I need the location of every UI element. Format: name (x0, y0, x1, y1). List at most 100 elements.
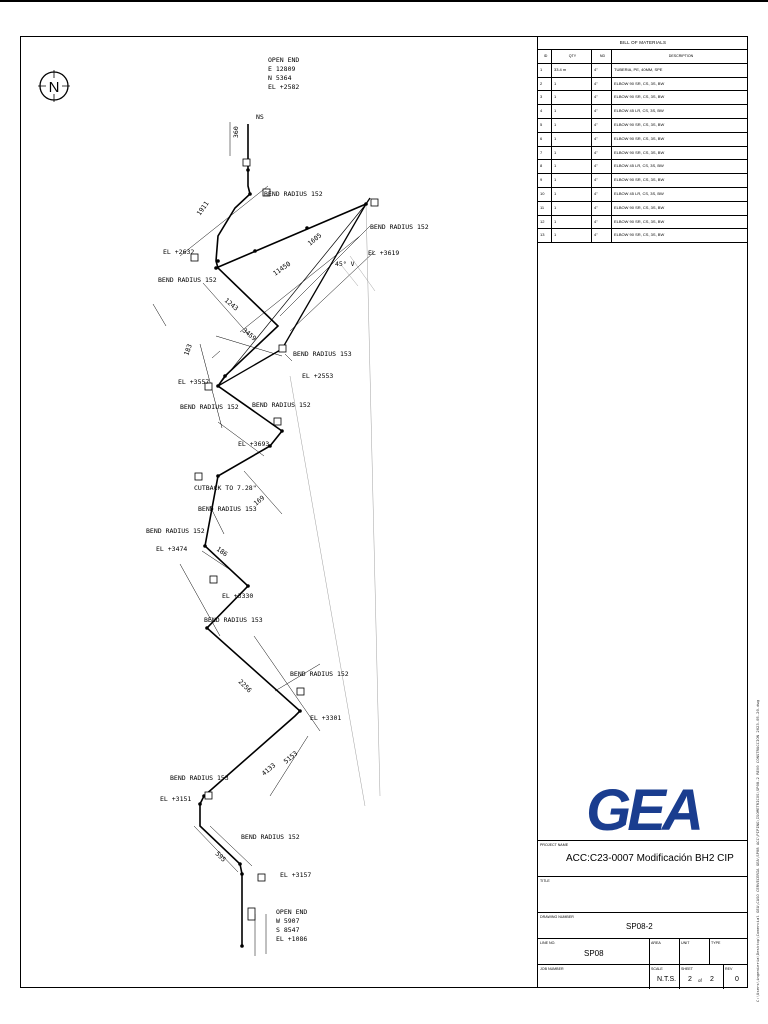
dim-11: 4133 (260, 761, 277, 777)
bom-cell-qty: 1 (552, 174, 592, 187)
sheet-of: of (698, 978, 702, 983)
bom-cell-qty: 1 (552, 229, 592, 243)
weld-points (198, 168, 368, 948)
drawing-number: SP08-2 (626, 922, 653, 931)
bom-cell-qty: 1 (552, 146, 592, 160)
bom-cell-id: 1 (538, 63, 552, 77)
el-label-8: EL +3301 (310, 714, 341, 722)
bom-cell-desc: ELBOW 90 SR, CS, 3S, BW (614, 218, 665, 224)
open-end-bottom-1: OPEN END (276, 908, 307, 916)
bom-cell-id: 5 (538, 118, 552, 132)
svg-text:GEA: GEA (586, 780, 700, 840)
top-rule (0, 0, 768, 2)
bom-cell-qty: 1 (552, 187, 592, 201)
bend-label-1: BEND RADIUS 152 (264, 190, 323, 198)
bom-cell-qty: 1 (552, 215, 592, 229)
cutback-label: CUTBACK TO 7.28" (194, 484, 257, 492)
bom-header-nd: ND (592, 50, 612, 63)
bom-header-row: ID QTY ND DESCRIPTION (538, 50, 748, 64)
bom-cell-nd: 4" (592, 118, 612, 132)
area-label: AREA (651, 941, 661, 945)
bom-cell-id: 4 (538, 105, 552, 118)
dim-9: 169 (252, 494, 266, 508)
bom-cell-nd: 4" (592, 146, 612, 160)
bom-cell-desc: ELBOW 90 SR, CS, 3S, BW (614, 232, 665, 238)
drawing-number-label: DRAWING NUMBER (540, 915, 574, 919)
rev-label: REV (725, 967, 733, 971)
bom-cell-desc: ELBOW 90 SR, CS, 3S, BW (614, 80, 665, 86)
project-name-label: PROJECT NAME (540, 843, 569, 847)
bom-cell-qty: 1 (552, 105, 592, 118)
bom-cell-nd: 4" (592, 229, 612, 243)
line-no: SP08 (584, 949, 604, 958)
el-label-5: EL +3693 (238, 440, 269, 448)
gea-logo-icon: GEA (586, 778, 704, 843)
sheet-label: SHEET (681, 967, 693, 971)
north-arrow-icon: N (38, 70, 70, 102)
bom-cell-desc: ELBOW 90 SR, CS, 3S, BW (614, 121, 665, 127)
el-label-3: EL +2553 (302, 372, 333, 380)
bom-cell-nd: 4" (592, 187, 612, 201)
line-area-row: LINE NO. SP08 AREA UNIT TYPE (538, 939, 748, 965)
bend-label-9: BEND RADIUS 153 (204, 616, 263, 624)
bom-cell-desc: ELBOW 90 SR, CS, 3S, BW (614, 204, 665, 210)
open-end-bottom-3: S 8547 (276, 926, 300, 934)
el-label-10: EL +3157 (280, 871, 311, 879)
dim-10: 2256 (237, 678, 254, 695)
drawing-labels: OPEN END E 12809 N 5364 EL +2582 NS BEND… (146, 56, 429, 943)
dim-1: 360 (232, 126, 240, 138)
bom-cell-qty: 33.4 m (552, 63, 592, 77)
job-number-label: JOB NUMBER (540, 967, 564, 971)
north-label: N (49, 79, 60, 96)
dim-13: 595 (214, 850, 228, 864)
isometric-drawing: N (38, 56, 429, 956)
bend-label-4: BEND RADIUS 153 (293, 350, 352, 358)
bom-header-qty: QTY (552, 50, 592, 63)
bom-cell-desc: ELBOW 90 SR, CS, 3S, BW (614, 135, 665, 141)
open-end-top-4: EL +2582 (268, 83, 299, 91)
bom-cell-id: 10 (538, 187, 552, 201)
dim-4: 11450 (272, 260, 293, 278)
bom-cell-id: 12 (538, 215, 552, 229)
bom-cell-nd: 4" (592, 215, 612, 229)
bom-cell-id: 8 (538, 160, 552, 174)
dim-5: 1605 (306, 231, 323, 247)
bom-cell-desc: ELBOW 90 SR, CS, 3S, BW (614, 94, 665, 100)
bom-cell-nd: 4" (592, 77, 612, 91)
drawing-number-row: DRAWING NUMBER SP08-2 (538, 913, 748, 939)
unit-label: UNIT (681, 941, 690, 945)
long-reference-lines (289, 203, 381, 807)
bend-label-12: BEND RADIUS 152 (241, 833, 300, 841)
bend-label-6: BEND RADIUS 152 (252, 401, 311, 409)
job-row: JOB NUMBER SCALE N.T.S. SHEET 2 of 2 REV… (538, 965, 748, 989)
type-label: TYPE (711, 941, 721, 945)
bom-cell-id: 7 (538, 146, 552, 160)
bom-cell-nd: 4" (592, 174, 612, 187)
bend-label-2: BEND RADIUS 152 (370, 223, 429, 231)
bom-cell-id: 9 (538, 174, 552, 187)
bom-cell-desc: TUBERIA, PE, 40MM, SPE (614, 66, 663, 72)
file-path-note: C:\Users\ingenieria\Desktop\Comercial GE… (755, 700, 760, 1002)
scale: N.T.S. (657, 976, 677, 983)
logo-area: GEA (538, 778, 748, 843)
line-no-label: LINE NO. (540, 941, 556, 945)
bom-cell-desc: ELBOW 90 SR, CS, 3S, BW (614, 177, 665, 183)
bom-cell-nd: 4" (592, 160, 612, 174)
open-end-bottom-4: EL +1086 (276, 935, 307, 943)
revision: 0 (735, 976, 739, 983)
slope-label: 45° V (335, 260, 355, 268)
bom-cell-nd: 4" (592, 132, 612, 146)
el-label-6: EL +3474 (156, 545, 187, 553)
bom-cell-nd: 4" (592, 91, 612, 105)
el-label-7: EL +3330 (222, 592, 253, 600)
sheet-total: 2 (710, 976, 714, 983)
bom-header-id: ID (538, 50, 552, 63)
